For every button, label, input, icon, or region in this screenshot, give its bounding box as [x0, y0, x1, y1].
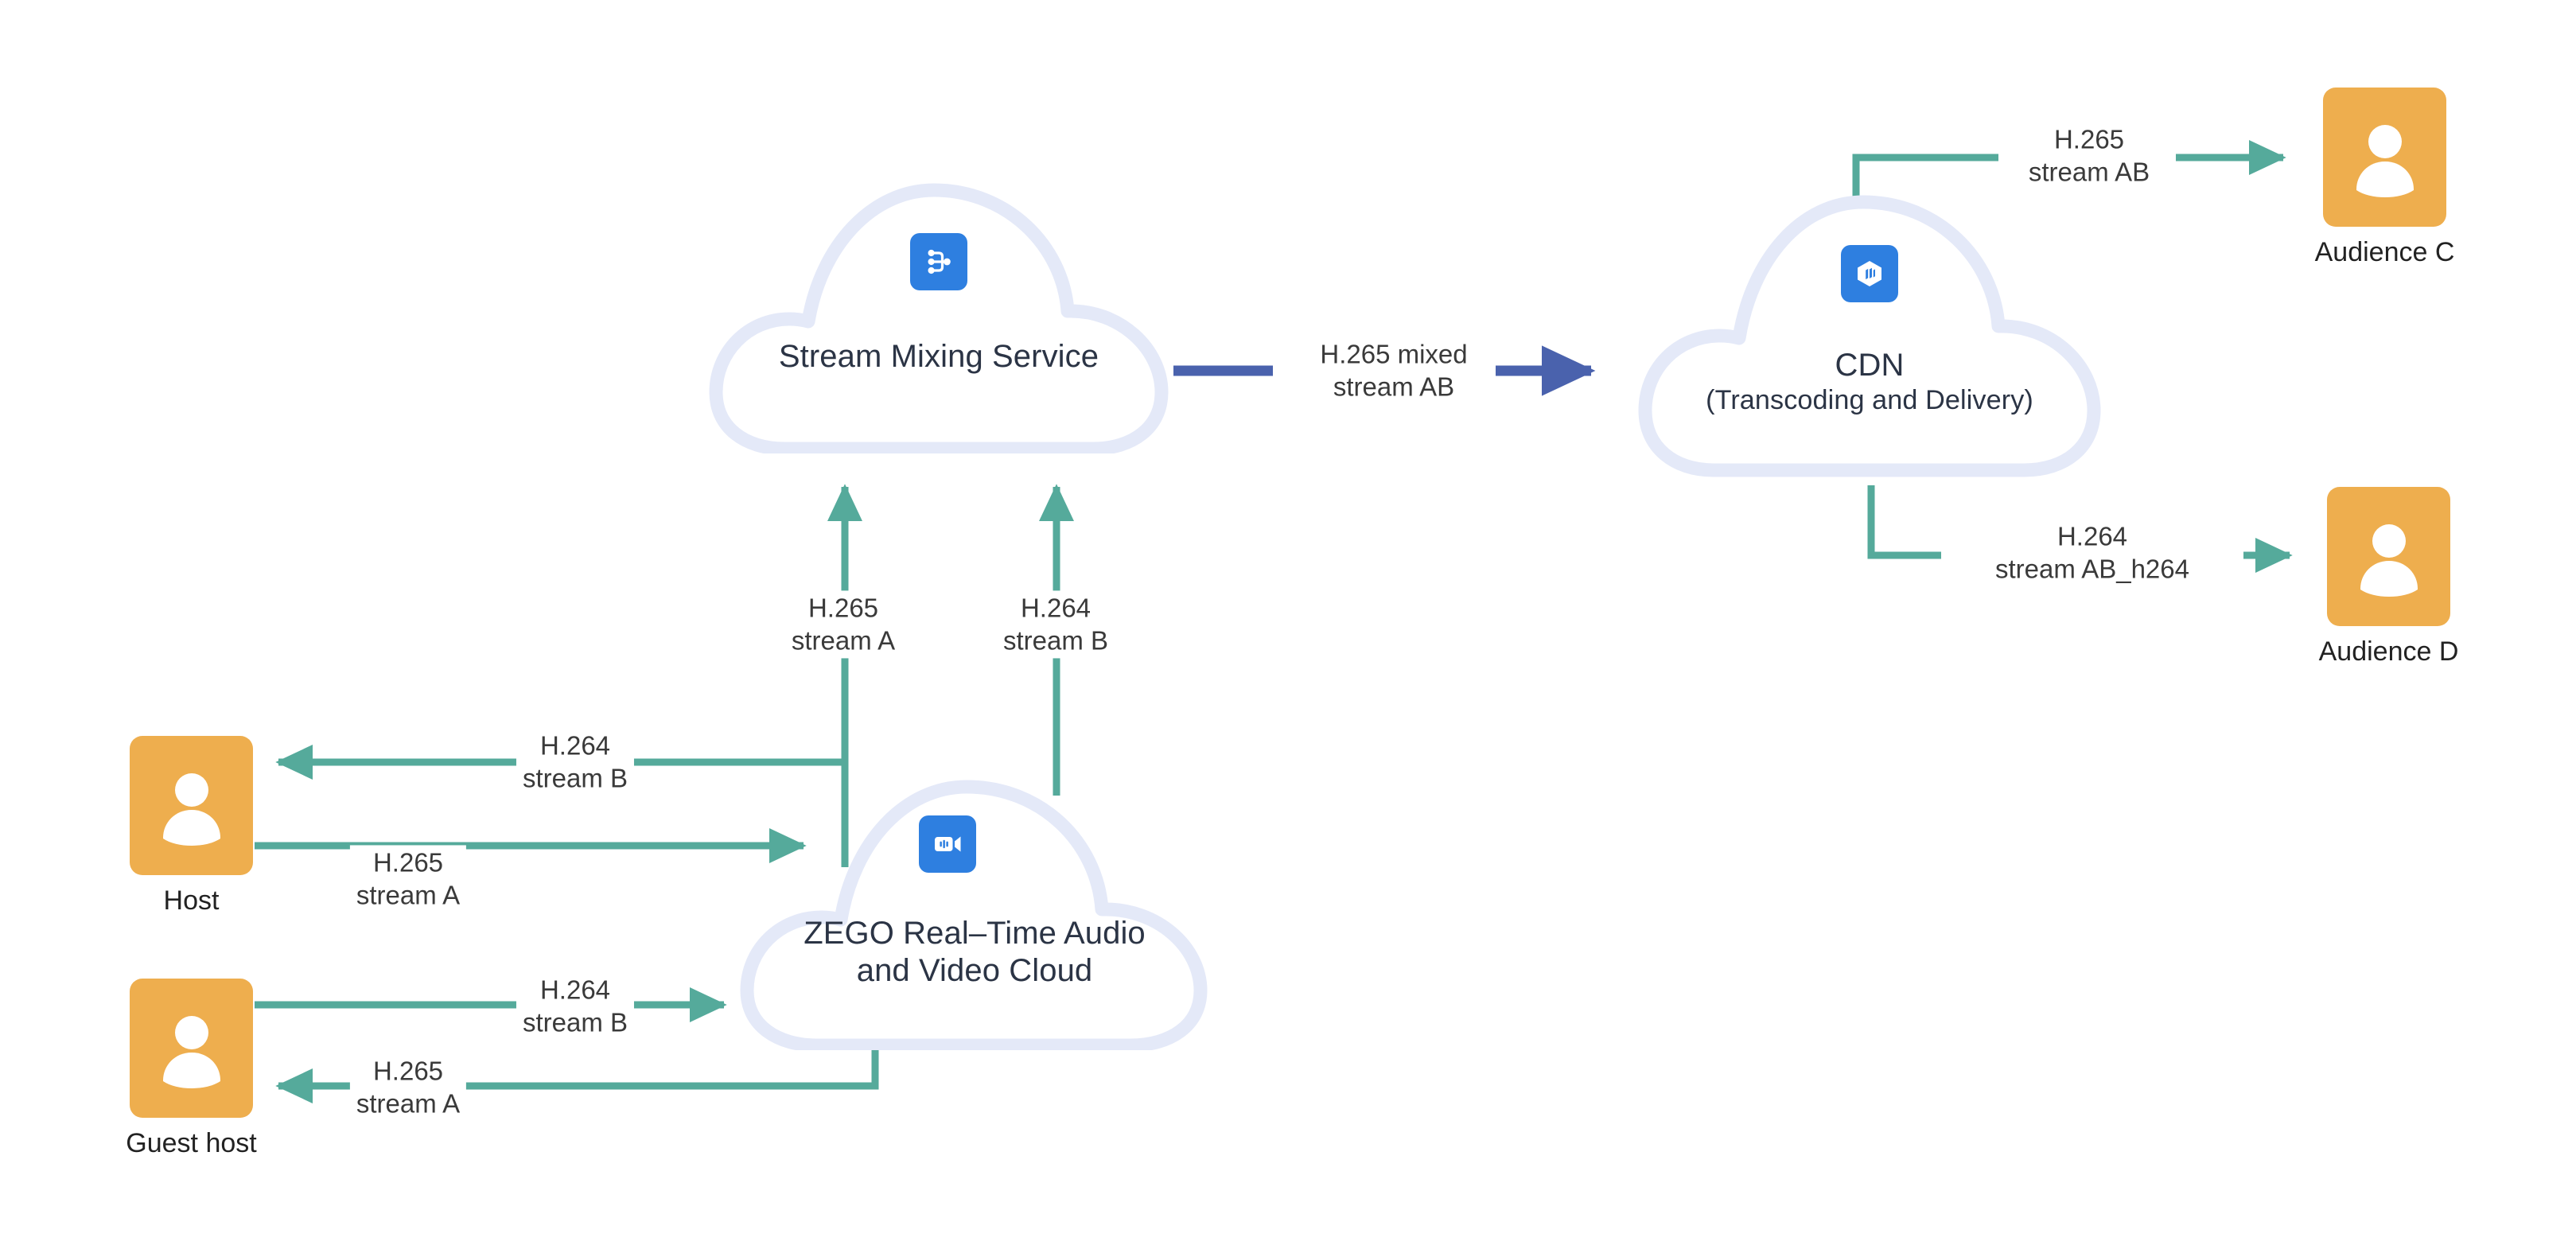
node-zego-label: ZEGO Real–Time Audio and Video Cloud: [720, 915, 1229, 990]
stream-mixing-glyph: [928, 249, 951, 274]
guest-host-avatar-box: [130, 979, 253, 1118]
cloud-shape: [709, 183, 1169, 453]
cdn-cube-glyph: [1858, 261, 1881, 286]
edge-label-mix-stream-b: H.264 stream B: [996, 590, 1115, 659]
audience-d-avatar-box: [2327, 487, 2450, 626]
edge-label-cdn-to-audience-c: H.265 stream AB: [2021, 122, 2157, 190]
stream-mixing-icon: [910, 233, 967, 290]
node-guest-host-label: Guest host: [126, 1128, 257, 1158]
edge-label-mixed-to-cdn: H.265 mixed stream AB: [1313, 337, 1474, 405]
node-host[interactable]: Host: [130, 736, 253, 916]
node-cdn-subtitle: (Transcoding and Delivery): [1706, 385, 2033, 416]
person-icon: [2360, 523, 2418, 597]
node-host-label: Host: [163, 885, 220, 916]
edge-label-cdn-to-audience-d: H.264 stream AB_h264: [1989, 519, 2196, 587]
node-zego-label-line1: ZEGO Real–Time Audio: [804, 916, 1146, 951]
node-cdn[interactable]: CDN (Transcoding and Delivery): [1623, 191, 2116, 481]
node-audience-c[interactable]: Audience C: [2315, 88, 2454, 267]
wire-cdn-to-audience-d: [1867, 485, 1941, 559]
person-icon: [162, 772, 220, 846]
person-icon: [162, 1015, 220, 1088]
person-icon: [2356, 124, 2414, 197]
node-cdn-label: CDN (Transcoding and Delivery): [1623, 347, 2116, 417]
node-audience-d-label: Audience D: [2318, 636, 2459, 667]
node-audience-d[interactable]: Audience D: [2319, 487, 2458, 667]
node-audience-c-label: Audience C: [2314, 237, 2455, 267]
cloud-shape: [740, 780, 1208, 1050]
node-zego-cloud[interactable]: ZEGO Real–Time Audio and Video Cloud: [720, 776, 1229, 1050]
node-stream-mixing-service[interactable]: Stream Mixing Service: [692, 179, 1185, 453]
host-avatar-box: [130, 736, 253, 875]
video-camera-icon: [919, 815, 976, 873]
edge-label-host-publish: H.265 stream A: [349, 845, 467, 913]
node-guest-host[interactable]: Guest host: [126, 979, 257, 1158]
cloud-shape: [1638, 195, 2101, 477]
video-camera-glyph: [935, 836, 961, 852]
edge-label-guest-receive: H.265 stream A: [349, 1053, 467, 1122]
node-zego-label-line2: and Video Cloud: [856, 953, 1093, 989]
audience-c-avatar-box: [2323, 88, 2446, 227]
edge-label-guest-publish: H.264 stream B: [516, 972, 635, 1041]
edge-label-mix-stream-a: H.265 stream A: [784, 590, 902, 659]
edge-label-host-receive: H.264 stream B: [516, 728, 635, 796]
cdn-cube-icon: [1841, 245, 1898, 302]
node-stream-mixing-label: Stream Mixing Service: [778, 339, 1099, 374]
node-cdn-title: CDN: [1835, 348, 1905, 383]
